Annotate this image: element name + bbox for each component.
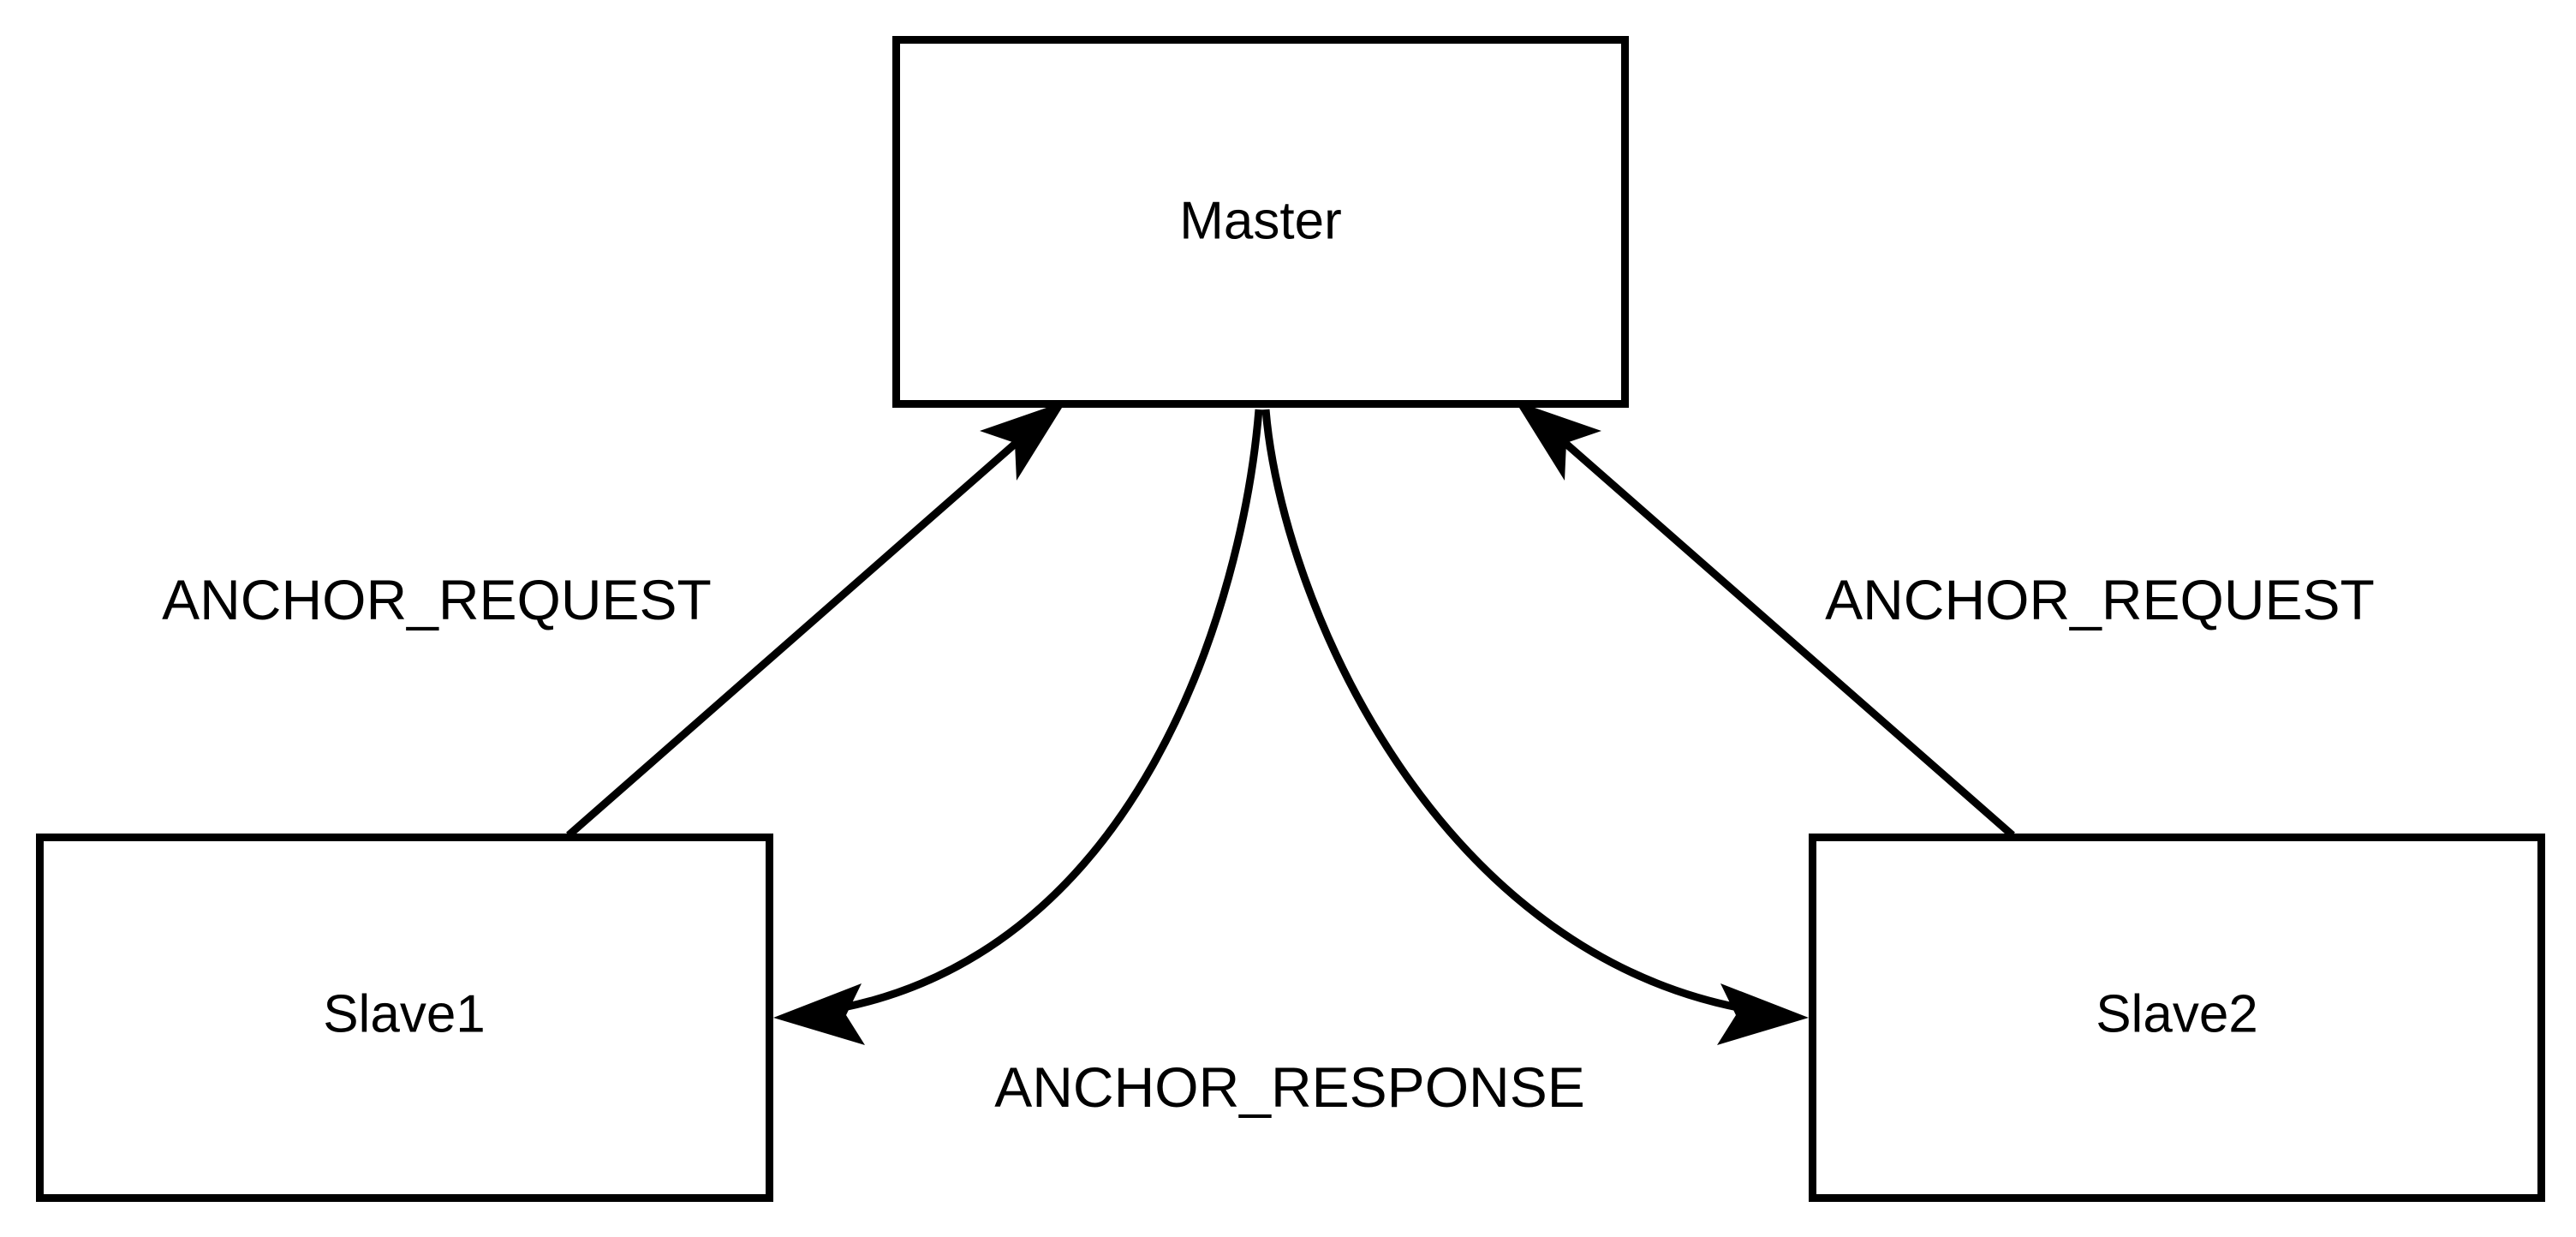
node-slave1-label: Slave1 <box>323 984 486 1043</box>
node-slave2-rect <box>1809 834 2545 1202</box>
edge-slave1-to-master[interactable] <box>566 401 1066 839</box>
edge-master-to-slave1[interactable] <box>773 409 1263 1045</box>
node-master[interactable]: Master <box>892 36 1629 408</box>
edge-label-anchor-response: ANCHOR_RESPONSE <box>994 1055 1585 1119</box>
node-slave2-label: Slave2 <box>2096 984 2258 1043</box>
node-slave1-rect <box>36 834 773 1202</box>
edge-slave2-to-master-line <box>1538 418 2015 839</box>
node-master-rect <box>892 36 1629 408</box>
edge-slave2-to-master-arrowhead <box>1515 401 1601 481</box>
node-slave1[interactable]: Slave1 <box>36 834 773 1202</box>
edge-slave1-to-master-line <box>566 418 1043 839</box>
edge-slave2-to-master[interactable] <box>1515 401 2015 839</box>
edge-label-anchor-request-left: ANCHOR_REQUEST <box>162 568 712 631</box>
edge-master-to-slave2-curve <box>1261 409 1769 1017</box>
edge-master-to-slave2[interactable] <box>1261 409 1809 1045</box>
node-slave2[interactable]: Slave2 <box>1809 834 2545 1202</box>
edge-label-anchor-request-right: ANCHOR_REQUEST <box>1825 568 2375 631</box>
edge-master-to-slave2-arrowhead <box>1717 983 1809 1045</box>
edge-master-to-slave1-curve <box>813 409 1263 1017</box>
edge-master-to-slave1-arrowhead <box>773 983 865 1045</box>
edge-slave1-to-master-arrowhead <box>980 401 1066 481</box>
node-master-label: Master <box>1179 191 1341 250</box>
